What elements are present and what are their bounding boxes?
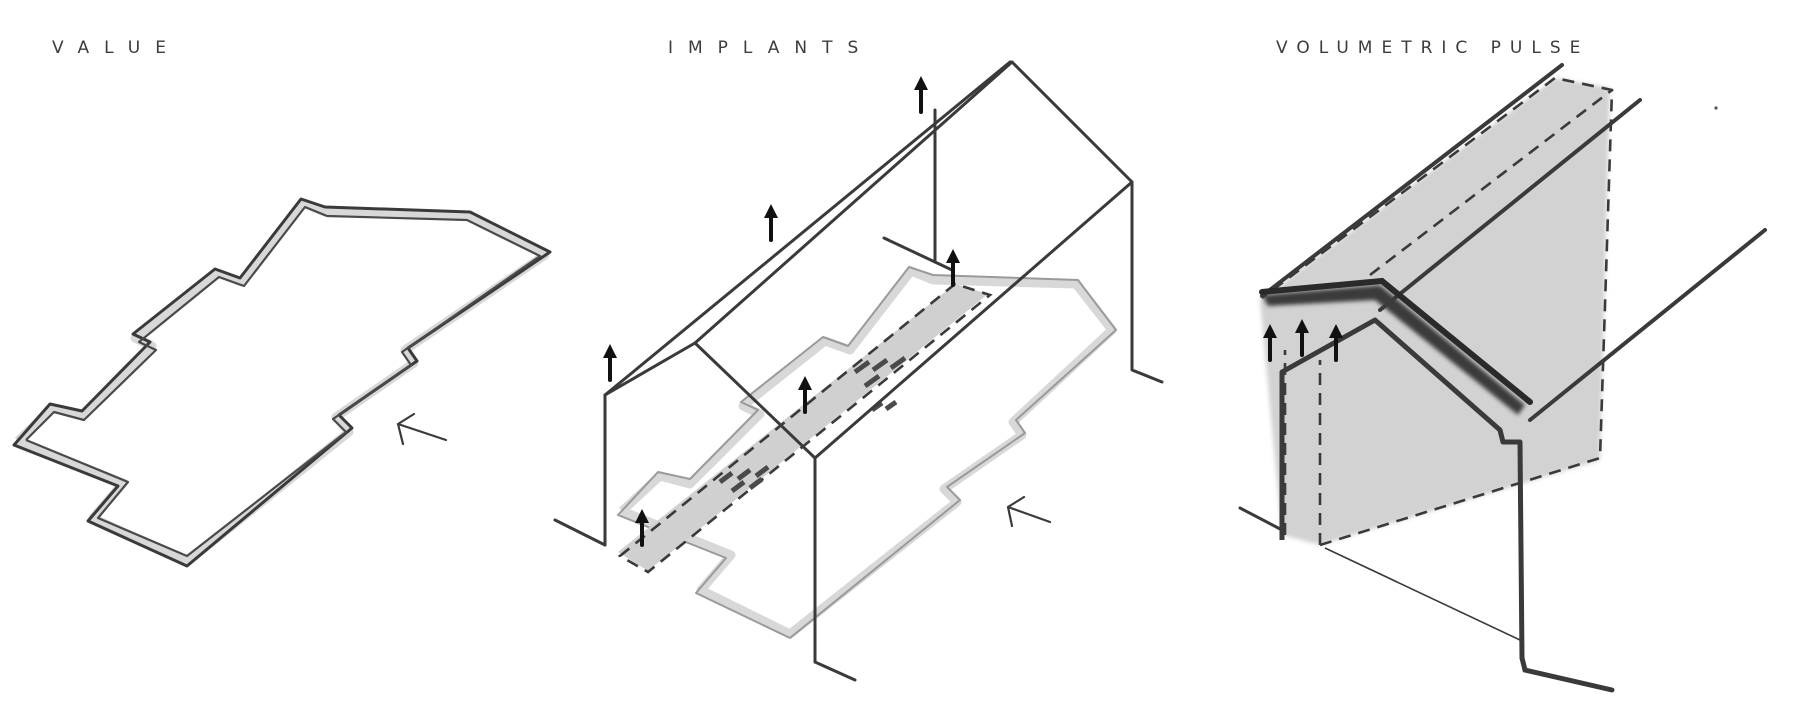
volumetric-pulse-mass	[1238, 63, 1767, 693]
panel-title-volumetric-pulse: VOLUMETRIC PULSE	[1276, 38, 1590, 58]
pointer-arrow-icon	[1006, 495, 1052, 528]
implant-strip	[617, 282, 993, 574]
implants-footprint	[617, 266, 1117, 639]
value-footprint	[12, 197, 552, 568]
panel-title-value: VALUE	[52, 38, 181, 58]
pencil-dot	[1714, 106, 1718, 110]
gable-frame	[553, 60, 1164, 682]
panel-title-implants: IMPLANTS	[668, 38, 874, 58]
pointer-arrow-icon	[396, 412, 448, 446]
